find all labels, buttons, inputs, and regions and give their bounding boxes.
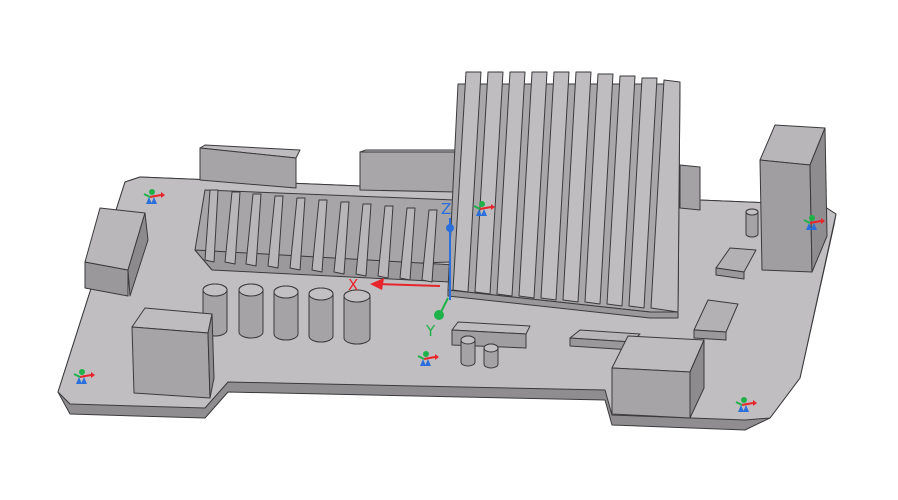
z-axis-label[interactable]: Z (441, 200, 451, 218)
center-chip (451, 321, 531, 349)
front-left-box (131, 307, 215, 399)
coordinate-triad[interactable]: X Z Y (348, 200, 454, 340)
y-axis-label[interactable]: Y (425, 322, 436, 340)
z-axis-dot (446, 224, 454, 232)
small-heatsink (194, 189, 456, 283)
x-axis-line (375, 283, 441, 287)
front-right-box (611, 335, 705, 419)
x-axis-arrow (370, 278, 384, 290)
large-heatsink (447, 71, 681, 319)
left-connector-block (84, 207, 149, 297)
x-axis-label[interactable]: X (348, 276, 358, 294)
small-capacitors (460, 335, 499, 369)
small-block-right (679, 164, 701, 211)
tall-right-block (759, 124, 828, 273)
right-small-capacitor (745, 208, 759, 238)
right-flat-chips (569, 247, 757, 351)
center-top-connector (359, 149, 459, 193)
top-left-connector (199, 144, 301, 189)
y-axis-dot (434, 310, 444, 320)
